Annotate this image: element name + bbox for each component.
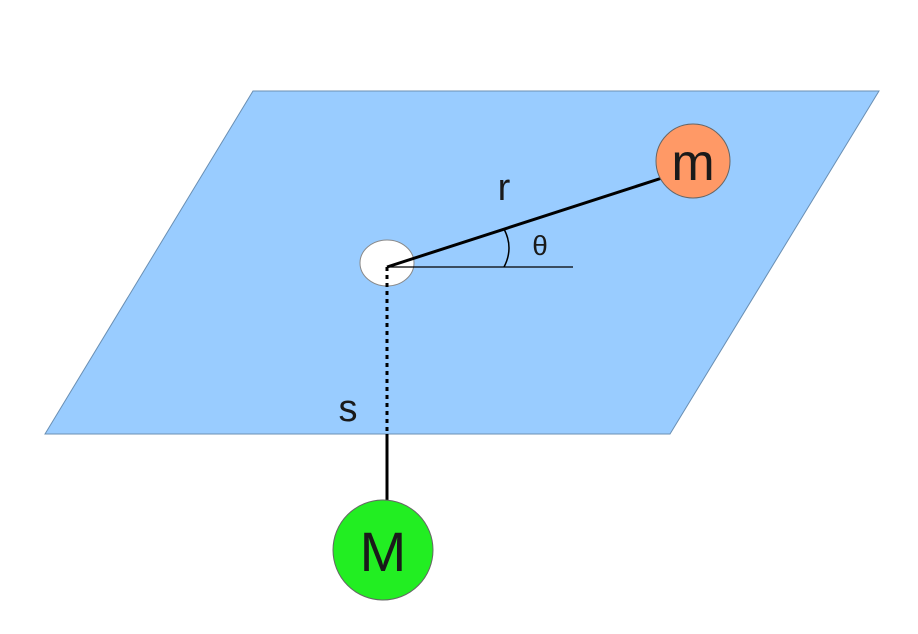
large-mass (332, 499, 434, 601)
small-mass (655, 123, 731, 199)
label-theta: θ (532, 230, 548, 261)
label-s: s (339, 388, 358, 430)
string-r (386, 176, 663, 269)
small-mass-label: m (671, 134, 714, 192)
hole (359, 239, 415, 287)
plane (44, 90, 880, 435)
theta-arc (503, 228, 510, 268)
large-mass-label: M (360, 520, 407, 583)
label-r: r (498, 167, 511, 209)
